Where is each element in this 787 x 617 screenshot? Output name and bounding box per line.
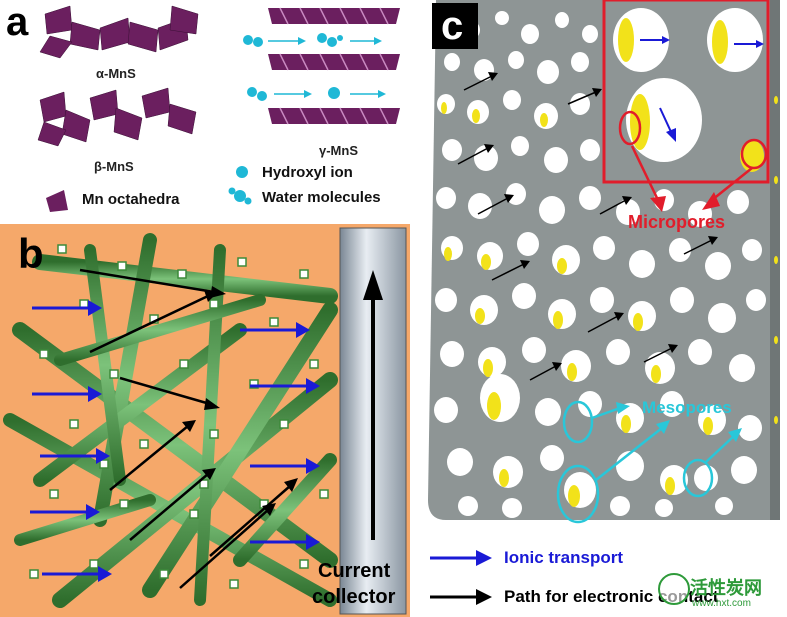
beta-mns-chain: [37, 87, 197, 147]
mn-octahedra-label: Mn octahedra: [82, 191, 180, 208]
micropore-circle-1: [618, 110, 642, 146]
watermark-logo-icon: [658, 573, 690, 605]
hydroxyl-ion-label: Hydroxyl ion: [262, 164, 353, 181]
alpha-mns-label: α-MnS: [96, 66, 136, 81]
ionic-transport-label: Ionic transport: [504, 548, 624, 567]
mesopore-markers: [556, 400, 714, 524]
electron-paths-b: [79, 268, 298, 589]
mesopores-label: Mesopores: [642, 398, 732, 417]
electron-paths-c: [457, 72, 718, 381]
panel-c-letter: c: [441, 4, 464, 48]
water-molecules-label: Water molecules: [262, 189, 381, 206]
watermark-url: www.hxt.com: [692, 598, 751, 609]
electronic-legend-arrow: [430, 589, 492, 605]
panel-a-letter: a: [6, 0, 29, 44]
yellow-pore-walls: [441, 96, 778, 507]
panel-c-letter-box: [432, 3, 478, 49]
micropore-circle-2: [740, 138, 768, 170]
mns-nanoparticles: [29, 244, 329, 589]
ionic-arrows-b: [30, 300, 320, 582]
micropores-label: Micropores: [628, 212, 726, 232]
gamma-interlayer-ions: [243, 33, 386, 101]
hydroxyl-ion-icon: [236, 166, 248, 178]
small-pores: [434, 9, 766, 518]
collector-label-line2: collector: [312, 586, 396, 608]
ionic-legend-arrow: [430, 550, 492, 566]
panel-b-letter: b: [18, 230, 44, 277]
watermark-text: 活性炭网: [690, 578, 762, 598]
beta-mns-label: β-MnS: [94, 159, 134, 174]
water-molecule-icon: [228, 187, 252, 205]
alpha-mns-chain: [39, 5, 199, 59]
mn-octahedra-icon: [46, 190, 68, 212]
gamma-mns-label: γ-MnS: [319, 143, 358, 158]
collector-label-line1: Current: [318, 560, 391, 582]
gamma-layer-texture: [279, 7, 389, 125]
gamma-mns-layers: [268, 8, 400, 124]
